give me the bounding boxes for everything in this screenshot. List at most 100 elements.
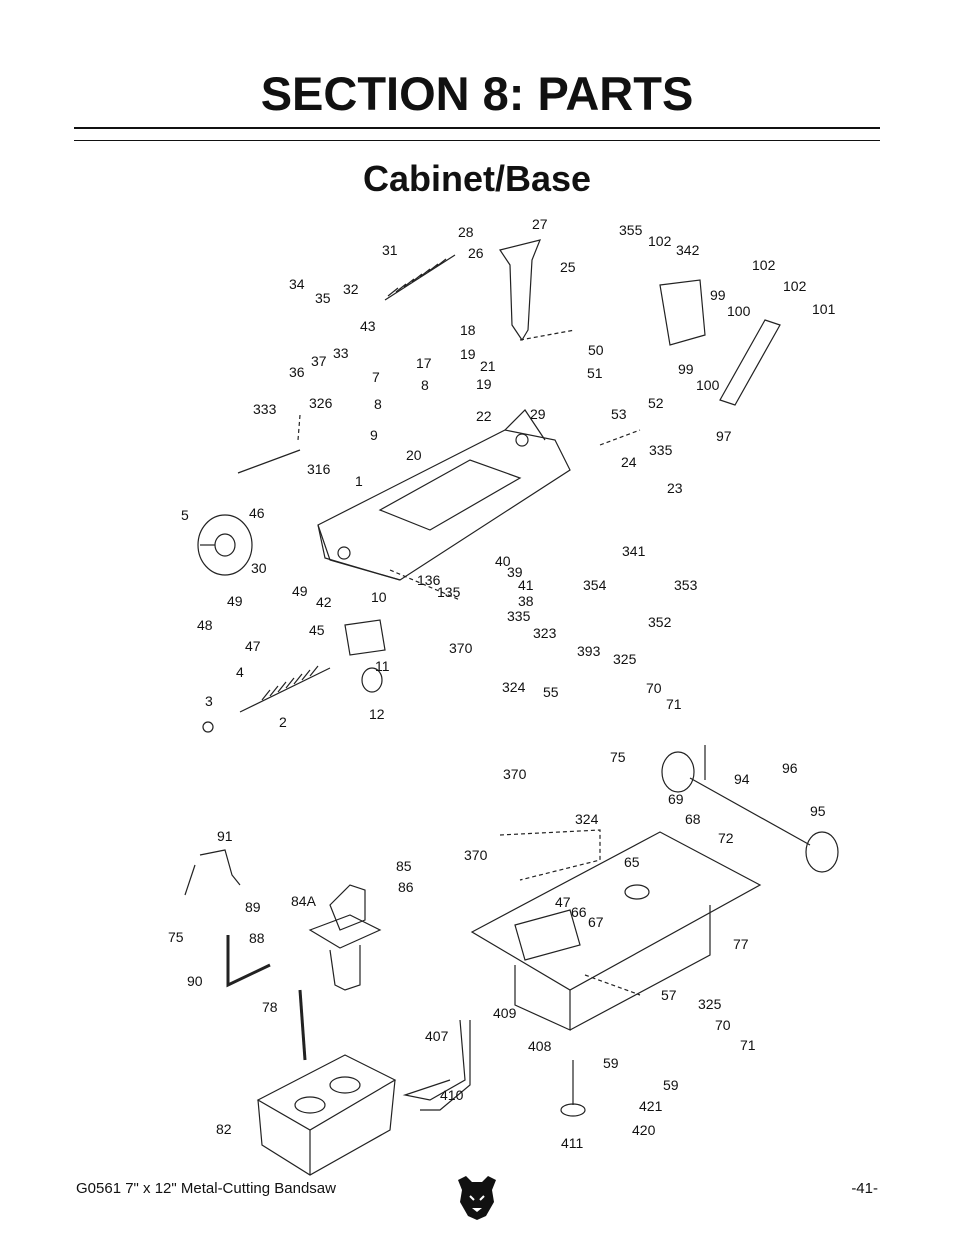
part-label-8: 8 — [374, 396, 382, 412]
part-label-26: 26 — [468, 245, 484, 261]
part-label-49: 49 — [292, 583, 308, 599]
part-label-17: 17 — [416, 355, 432, 371]
part-label-77: 77 — [733, 936, 749, 952]
part-label-101: 101 — [812, 301, 836, 317]
part-label-333: 333 — [253, 401, 277, 417]
part-label-37: 37 — [311, 353, 327, 369]
part-label-41: 41 — [518, 577, 534, 593]
part-label-78: 78 — [262, 999, 278, 1015]
part-label-19: 19 — [476, 376, 492, 392]
part-label-342: 342 — [676, 242, 700, 258]
part-label-47: 47 — [245, 638, 261, 654]
part-label-38: 38 — [518, 593, 534, 609]
part-label-96: 96 — [782, 760, 798, 776]
part-label-325: 325 — [613, 651, 637, 667]
part-label-19: 19 — [460, 346, 476, 362]
part-label-40: 40 — [495, 553, 511, 569]
part-label-95: 95 — [810, 803, 826, 819]
part-label-3: 3 — [205, 693, 213, 709]
part-label-90: 90 — [187, 973, 203, 989]
part-label-59: 59 — [603, 1055, 619, 1071]
part-label-59: 59 — [663, 1077, 679, 1093]
part-label-353: 353 — [674, 577, 698, 593]
part-label-135: 135 — [437, 584, 461, 600]
part-label-411: 411 — [561, 1135, 584, 1151]
part-label-43: 43 — [360, 318, 376, 334]
part-label-23: 23 — [667, 480, 683, 496]
part-label-24: 24 — [621, 454, 637, 470]
part-label-355: 355 — [619, 222, 643, 238]
part-label-70: 70 — [646, 680, 662, 696]
header-rule-thin — [74, 140, 880, 141]
part-label-67: 67 — [588, 914, 604, 930]
part-label-31: 31 — [382, 242, 398, 258]
part-label-335: 335 — [507, 608, 531, 624]
part-label-8: 8 — [421, 377, 429, 393]
part-label-34: 34 — [289, 276, 305, 292]
part-label-48: 48 — [197, 617, 213, 633]
part-label-352: 352 — [648, 614, 672, 630]
part-label-12: 12 — [369, 706, 385, 722]
part-label-30: 30 — [251, 560, 267, 576]
part-label-99: 99 — [678, 361, 694, 377]
part-label-136: 136 — [417, 572, 441, 588]
part-label-47: 47 — [555, 894, 571, 910]
diagram-drawing — [184, 239, 839, 1176]
section-title: SECTION 8: PARTS — [260, 67, 694, 120]
part-label-7: 7 — [372, 369, 380, 385]
part-label-42: 42 — [316, 594, 332, 610]
part-label-20: 20 — [406, 447, 422, 463]
part-label-22: 22 — [476, 408, 492, 424]
header-rule-thick — [74, 127, 880, 129]
part-label-354: 354 — [583, 577, 607, 593]
part-label-324: 324 — [502, 679, 526, 695]
part-label-33: 33 — [333, 345, 349, 361]
part-label-102: 102 — [752, 257, 776, 273]
part-label-84A: 84A — [291, 893, 317, 909]
part-label-420: 420 — [632, 1122, 656, 1138]
part-label-1: 1 — [355, 473, 363, 489]
part-label-99: 99 — [710, 287, 726, 303]
part-label-410: 410 — [440, 1087, 464, 1103]
part-label-21: 21 — [480, 358, 496, 374]
part-label-11: 11 — [375, 658, 390, 674]
part-label-46: 46 — [249, 505, 265, 521]
part-label-408: 408 — [528, 1038, 552, 1054]
part-label-100: 100 — [696, 377, 720, 393]
part-label-68: 68 — [685, 811, 701, 827]
part-label-18: 18 — [460, 322, 476, 338]
part-label-326: 326 — [309, 395, 333, 411]
part-label-370: 370 — [503, 766, 527, 782]
part-label-100: 100 — [727, 303, 751, 319]
part-label-85: 85 — [396, 858, 412, 874]
part-label-25: 25 — [560, 259, 576, 275]
part-label-65: 65 — [624, 854, 640, 870]
part-label-32: 32 — [343, 281, 359, 297]
part-label-75: 75 — [610, 749, 626, 765]
part-label-71: 71 — [740, 1037, 756, 1053]
part-label-91: 91 — [217, 828, 233, 844]
part-label-55: 55 — [543, 684, 559, 700]
part-label-51: 51 — [587, 365, 603, 381]
part-label-45: 45 — [309, 622, 325, 638]
page-subtitle: Cabinet/Base — [362, 158, 592, 199]
part-label-82: 82 — [216, 1121, 232, 1137]
part-label-316: 316 — [307, 461, 331, 477]
part-label-97: 97 — [716, 428, 732, 444]
part-label-370: 370 — [449, 640, 473, 656]
part-label-50: 50 — [588, 342, 604, 358]
part-label-75: 75 — [168, 929, 184, 945]
part-label-102: 102 — [648, 233, 672, 249]
part-label-39: 39 — [507, 564, 523, 580]
part-label-57: 57 — [661, 987, 677, 1003]
part-label-71: 71 — [666, 696, 682, 712]
part-label-5: 5 — [181, 507, 189, 523]
part-label-409: 409 — [493, 1005, 517, 1021]
part-label-335: 335 — [649, 442, 673, 458]
part-label-29: 29 — [530, 406, 546, 422]
part-label-36: 36 — [289, 364, 305, 380]
part-label-86: 86 — [398, 879, 414, 895]
part-label-341: 341 — [622, 543, 646, 559]
part-label-324: 324 — [575, 811, 599, 827]
part-label-393: 393 — [577, 643, 601, 659]
